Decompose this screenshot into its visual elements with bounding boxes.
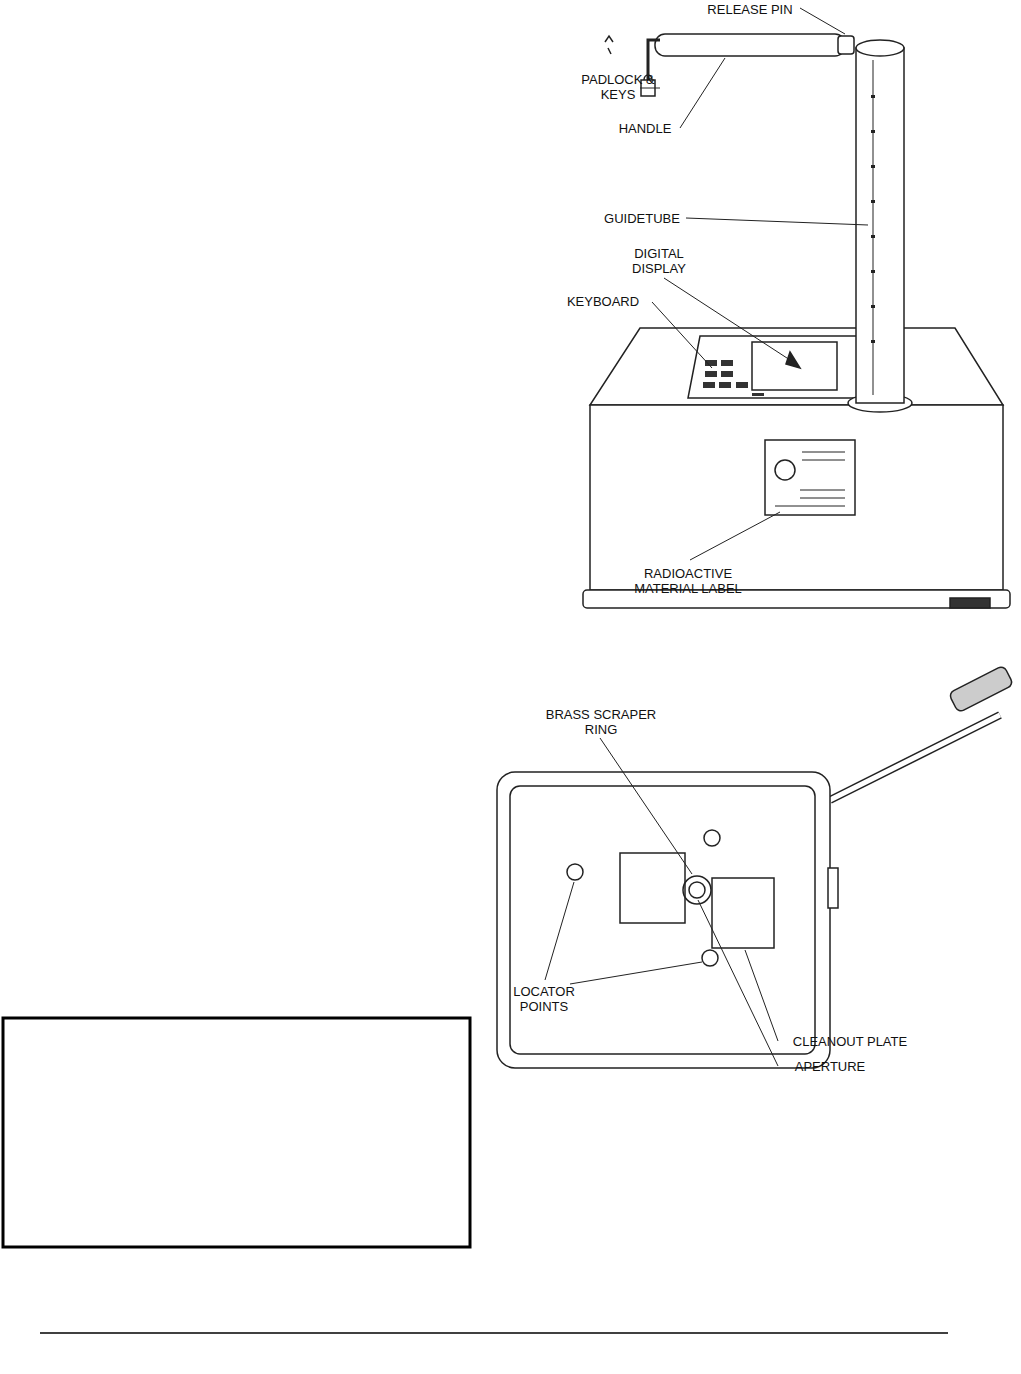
- note-box: [3, 1018, 470, 1247]
- side-lever: [828, 868, 838, 908]
- bottom-plate: [620, 853, 685, 923]
- gauge-front-face: [590, 405, 1003, 590]
- keys-icon: [605, 36, 613, 54]
- locator-point: [704, 830, 720, 846]
- leader-lines: [640, 8, 868, 560]
- base-lever: [950, 598, 990, 608]
- bottom-view-gauge: [497, 665, 1014, 1068]
- guidetube-slot: [873, 60, 874, 395]
- label-lines: [775, 452, 845, 506]
- locator-point: [702, 950, 718, 966]
- digital-display: [752, 342, 837, 390]
- guidetube: [856, 48, 904, 403]
- release-pin: [838, 36, 854, 54]
- trefoil-symbol: [775, 460, 795, 480]
- brass-scraper-ring: [683, 876, 711, 904]
- part-label: APERTURE: [780, 1059, 880, 1074]
- handle-rod: [830, 715, 1000, 800]
- part-label: RADIOACTIVE MATERIAL LABEL: [618, 566, 758, 596]
- part-label: KEYBOARD: [554, 294, 652, 309]
- display-mark: [786, 352, 800, 368]
- gauge-bottom-outline: [497, 772, 830, 1068]
- part-label: HANDLE: [612, 121, 678, 136]
- part-label: BRASS SCRAPER RING: [536, 707, 666, 737]
- part-label: GUIDETUBE: [598, 211, 686, 226]
- aperture: [689, 882, 705, 898]
- radioactive-label: [765, 440, 855, 515]
- knurled-grip: [948, 665, 1013, 713]
- guidetube-top: [856, 40, 904, 56]
- gauge-top-face: [590, 328, 1003, 405]
- part-label: CLEANOUT PLATE: [780, 1034, 920, 1049]
- keyboard-keys: [703, 360, 764, 396]
- part-label: DIGITAL DISPLAY: [622, 246, 696, 276]
- part-label: RELEASE PIN: [700, 2, 800, 17]
- top-view-gauge: [583, 34, 1010, 608]
- leader-lines: [545, 738, 778, 1066]
- cleanout-plate: [712, 878, 774, 948]
- guidetube-notches: [871, 95, 875, 343]
- locator-point: [567, 864, 583, 880]
- part-label: LOCATOR POINTS: [506, 984, 582, 1014]
- footer-rule: [40, 1332, 948, 1334]
- handle-rod-fill: [830, 715, 1000, 800]
- handle: [655, 34, 845, 56]
- part-label: PADLOCK & KEYS: [578, 72, 658, 102]
